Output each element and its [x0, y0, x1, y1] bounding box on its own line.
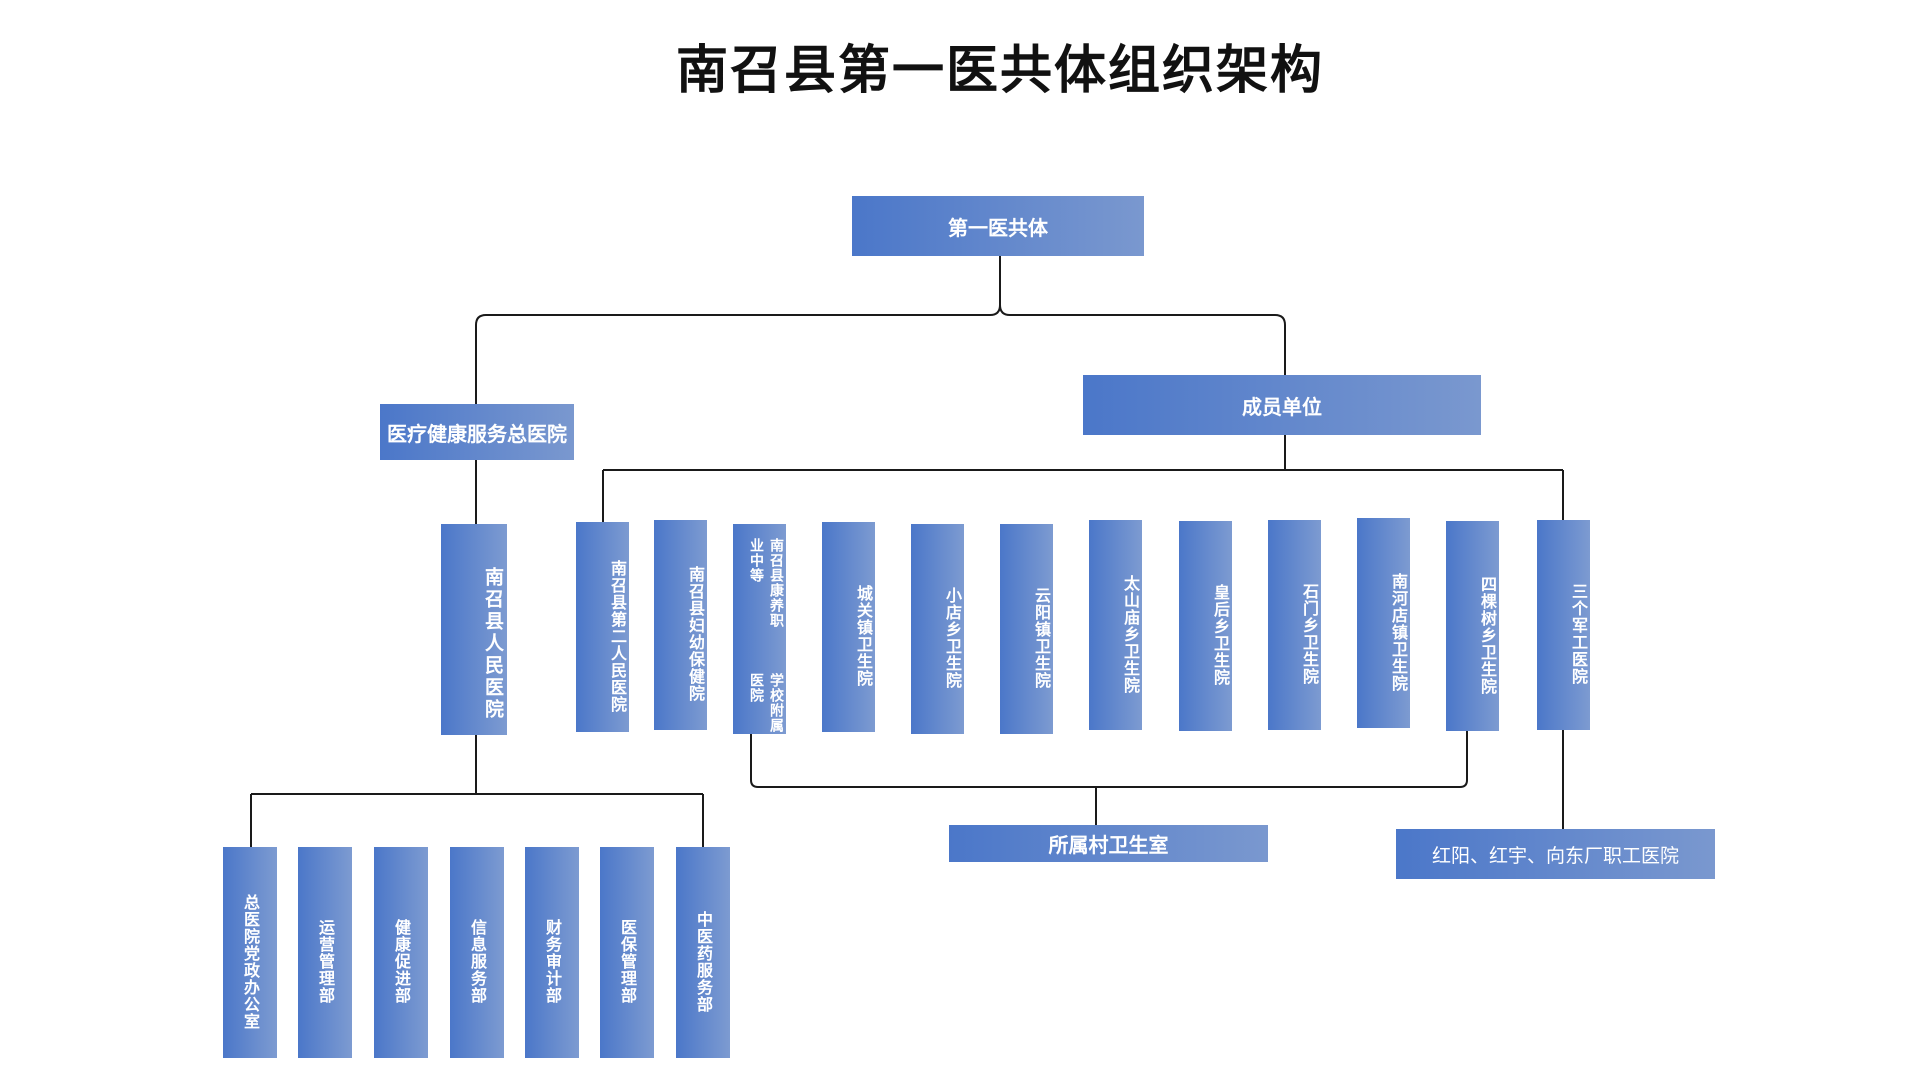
member-unit-label: 三个军工医院 — [1569, 583, 1588, 685]
member-unit-label: 石门乡卫生院 — [1300, 583, 1319, 685]
department-label: 健康促进部 — [392, 919, 411, 1004]
member-unit-3: 南召县康养职业中等 学校附属医院 — [733, 524, 786, 734]
people-hospital-label: 南召县人民医院 — [482, 566, 504, 721]
department-5: 医保管理部 — [600, 847, 654, 1058]
member-unit-5: 小店乡卫生院 — [911, 524, 964, 734]
department-label: 总医院党政办公室 — [241, 893, 260, 1030]
department-label: 医保管理部 — [618, 919, 637, 1004]
member-unit-label: 城关镇卫生院 — [854, 585, 873, 687]
people-hospital: 南召县人民医院 — [441, 524, 507, 735]
branch-member-units-label: 成员单位 — [1242, 394, 1322, 419]
department-label: 运营管理部 — [316, 919, 335, 1004]
member-unit-4: 城关镇卫生院 — [822, 522, 875, 732]
member-unit-7: 太山庙乡卫生院 — [1089, 520, 1142, 730]
member-unit-10: 南河店镇卫生院 — [1357, 518, 1410, 728]
department-3: 信息服务部 — [450, 847, 504, 1058]
member-unit-6: 云阳镇卫生院 — [1000, 524, 1053, 734]
branch-general-hospital: 医疗健康服务总医院 — [380, 404, 574, 460]
member-unit-2: 南召县妇幼保健院 — [654, 520, 707, 730]
village-clinics-label: 所属村卫生室 — [1048, 833, 1169, 857]
member-unit-8: 皇后乡卫生院 — [1179, 521, 1232, 731]
member-unit-label: 南召县妇幼保健院 — [686, 566, 705, 702]
branch-member-units: 成员单位 — [1083, 375, 1481, 435]
page-title: 南召县第一医共体组织架构 — [675, 41, 1324, 101]
member-unit-label: 太山庙乡卫生院 — [1121, 574, 1140, 694]
department-label: 中医药服务部 — [694, 910, 713, 1013]
department-label: 信息服务部 — [468, 919, 487, 1004]
member-unit-label: 四棵树乡卫生院 — [1478, 575, 1497, 695]
member-unit-label: 南召县康养职业中等 — [748, 538, 784, 628]
department-0: 总医院党政办公室 — [223, 847, 277, 1058]
factory-hospitals: 红阳、红宇、向东厂职工医院 — [1396, 829, 1715, 879]
member-unit-12: 三个军工医院 — [1537, 520, 1590, 730]
member-unit-11: 四棵树乡卫生院 — [1446, 521, 1499, 731]
department-label: 财务审计部 — [543, 919, 562, 1004]
village-clinics: 所属村卫生室 — [949, 825, 1268, 862]
member-unit-label: 小店乡卫生院 — [943, 587, 962, 689]
department-6: 中医药服务部 — [676, 847, 730, 1058]
member-unit-label: 南河店镇卫生院 — [1389, 572, 1408, 692]
member-unit-9: 石门乡卫生院 — [1268, 520, 1321, 730]
member-unit-1: 南召县第二人民医院 — [576, 522, 629, 732]
factory-hospitals-label: 红阳、红宇、向东厂职工医院 — [1431, 844, 1679, 867]
member-unit-label: 皇后乡卫生院 — [1211, 584, 1230, 686]
department-2: 健康促进部 — [374, 847, 428, 1058]
branch-general-hospital-label: 医疗健康服务总医院 — [387, 421, 567, 446]
root-node: 第一医共体 — [852, 196, 1144, 256]
member-unit-label: 云阳镇卫生院 — [1032, 587, 1051, 689]
member-unit-label-2: 学校附属医院 — [748, 673, 784, 734]
member-unit-label: 南召县第二人民医院 — [608, 559, 627, 713]
root-label: 第一医共体 — [948, 215, 1048, 240]
department-4: 财务审计部 — [525, 847, 579, 1058]
department-1: 运营管理部 — [298, 847, 352, 1058]
